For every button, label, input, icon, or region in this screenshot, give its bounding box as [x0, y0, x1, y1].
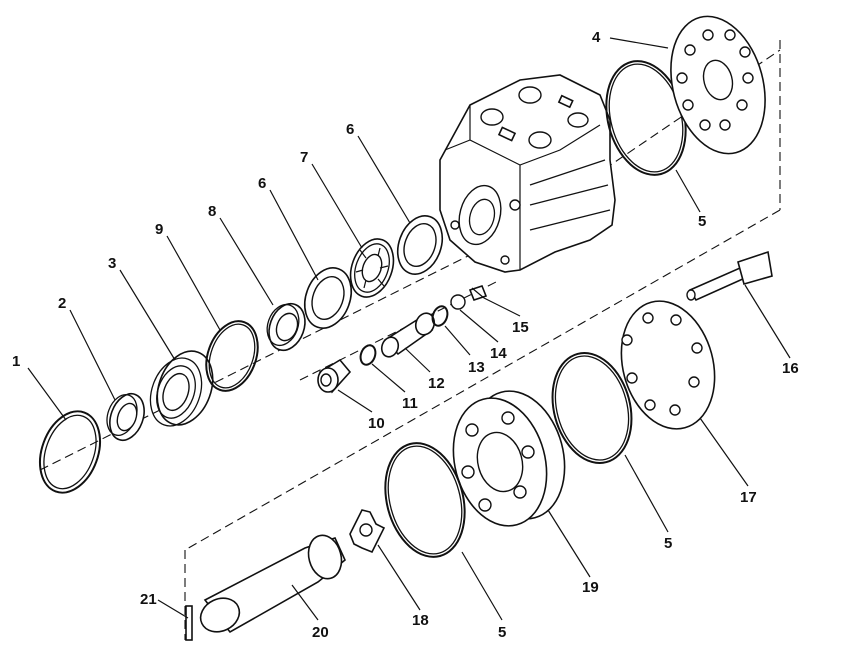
- part-9-o-ring: [205, 320, 259, 392]
- label-part-2: 2: [58, 295, 66, 312]
- label-part-3: 3: [108, 255, 116, 272]
- part-18-star-spacer: [349, 509, 386, 554]
- label-part-5-mid: 5: [664, 535, 672, 552]
- part-6-washer-upper: [396, 215, 444, 275]
- part-10-spool-end: [317, 358, 352, 394]
- leader-lines: [27, 37, 791, 621]
- part-3-seal-housing: [149, 350, 214, 427]
- part-14-ball: [450, 294, 466, 310]
- label-part-15: 15: [512, 319, 529, 336]
- part-5-o-ring-lower: [384, 442, 466, 558]
- label-part-6-lower: 6: [258, 175, 266, 192]
- part-labels: 1 2 3 9 8 6 7 6 4 5 10 11 12 13 14 15 16…: [12, 29, 799, 641]
- part-2-bearing: [106, 392, 145, 442]
- main-housing: [439, 74, 616, 273]
- label-part-21: 21: [140, 591, 157, 608]
- label-part-6-upper: 6: [346, 121, 354, 138]
- part-4-end-plate: [670, 15, 766, 155]
- part-1-o-ring: [39, 410, 101, 494]
- label-part-18: 18: [412, 612, 429, 629]
- label-part-9: 9: [155, 221, 163, 238]
- label-part-10: 10: [368, 415, 385, 432]
- part-6-washer-lower: [303, 267, 353, 329]
- label-part-8: 8: [208, 203, 216, 220]
- part-5-o-ring-mid: [551, 352, 633, 464]
- part-17-plate: [620, 300, 716, 430]
- part-20-drive-link: [199, 534, 346, 634]
- part-15-check-seat: [468, 285, 488, 301]
- label-part-17: 17: [740, 489, 757, 506]
- label-part-5-lower: 5: [498, 624, 506, 641]
- label-part-19: 19: [582, 579, 599, 596]
- label-part-11: 11: [402, 395, 418, 412]
- label-part-12: 12: [428, 375, 445, 392]
- label-part-14: 14: [490, 345, 507, 362]
- part-7-thrust-bearing: [349, 238, 395, 298]
- part-8-bushing: [266, 302, 306, 352]
- label-part-5-upper: 5: [698, 213, 706, 230]
- label-part-20: 20: [312, 624, 329, 641]
- label-part-1: 1: [12, 353, 20, 370]
- label-part-16: 16: [782, 360, 799, 377]
- part-16-drive-shaft: [686, 250, 773, 302]
- part-11-snap-ring: [359, 344, 377, 366]
- label-part-13: 13: [468, 359, 485, 376]
- part-12-spool: [380, 312, 436, 358]
- part-13-o-ring: [431, 305, 449, 327]
- label-part-7: 7: [300, 149, 308, 166]
- part-19-gerotor: [452, 390, 566, 527]
- part-21-pin: [185, 605, 193, 641]
- label-part-4: 4: [592, 29, 601, 46]
